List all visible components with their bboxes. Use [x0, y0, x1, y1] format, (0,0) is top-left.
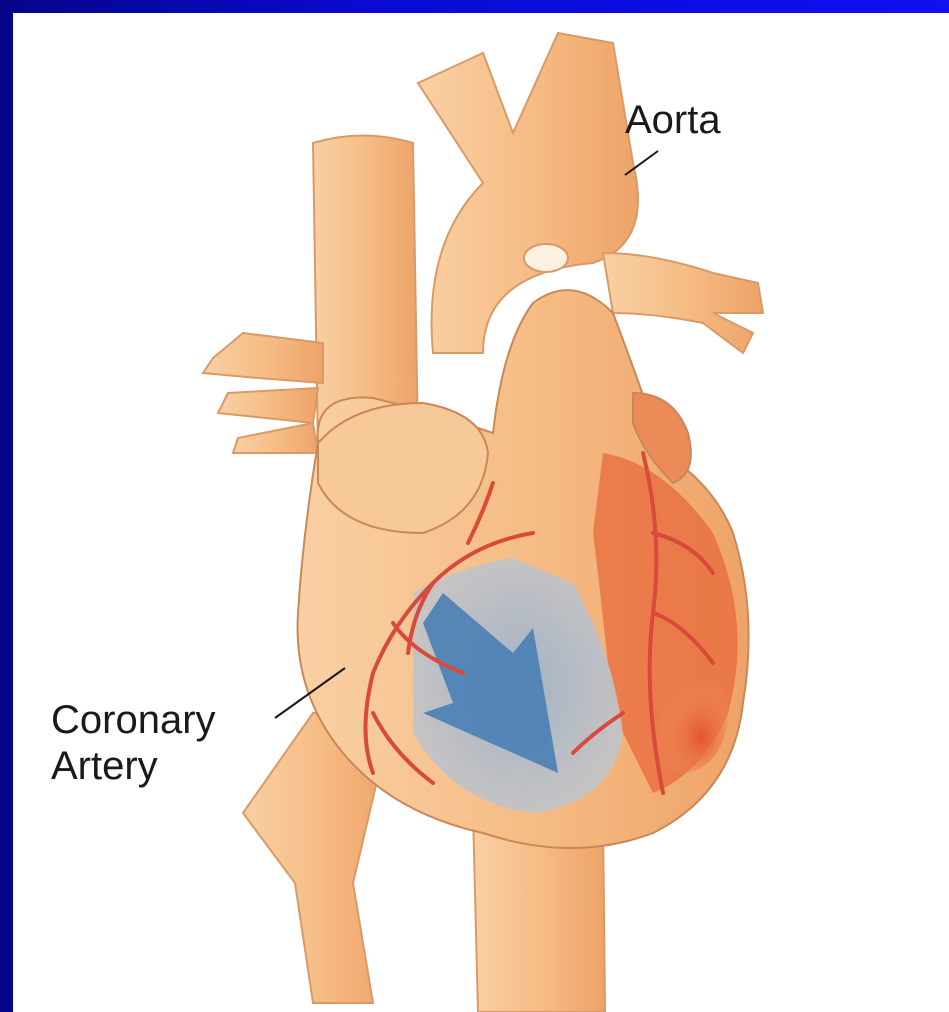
coronary-artery-label: Coronary Artery: [51, 697, 216, 789]
aorta-opening: [524, 244, 568, 272]
coronary-artery-label-line1: Coronary: [51, 697, 216, 743]
heart-illustration: [13, 13, 949, 1012]
aorta-label: Aorta: [625, 97, 721, 143]
left-pulmonary-vessels: [203, 333, 323, 453]
coronary-artery-label-line2: Artery: [51, 743, 216, 789]
slide-panel: Aorta Coronary Artery: [13, 13, 949, 1012]
